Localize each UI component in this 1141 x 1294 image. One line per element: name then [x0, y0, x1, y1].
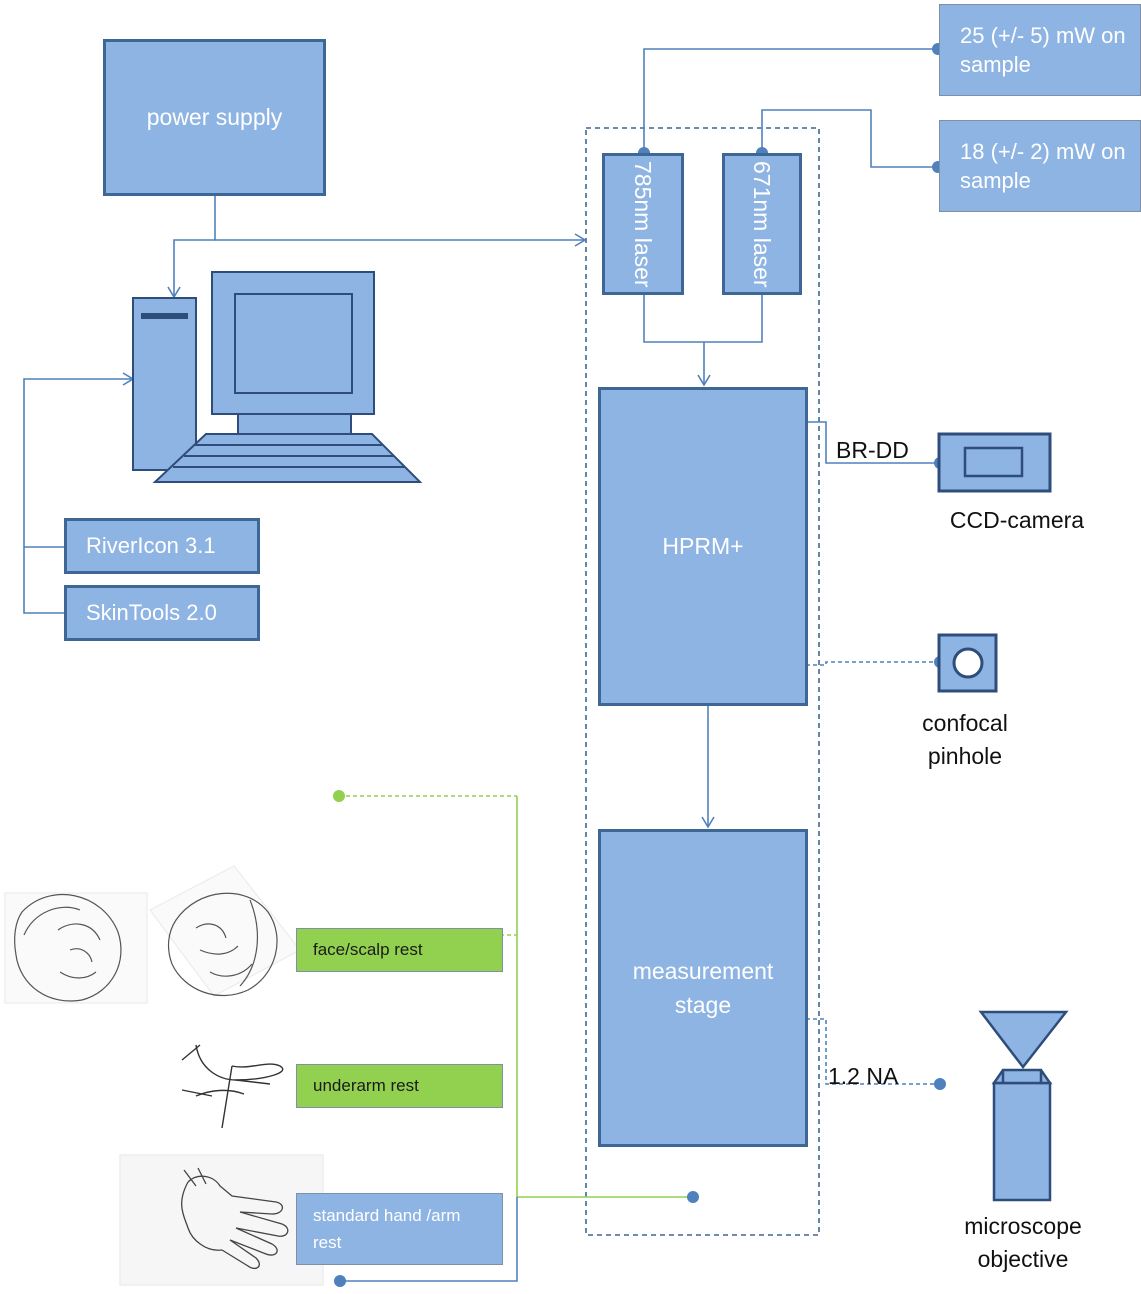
skintools-label: SkinTools 2.0 — [86, 600, 217, 625]
rivericon-label: RiverIcon 3.1 — [86, 533, 216, 558]
na-label: 1.2 NA — [828, 1063, 899, 1089]
hprm-block: HPRM+ — [598, 387, 808, 706]
br-dd-label: BR-DD — [836, 437, 909, 463]
hand-rest-sketch — [119, 1154, 324, 1286]
pinhole-icon — [937, 633, 998, 693]
power-671-block: 18 (+/- 2) mW on sample — [939, 120, 1141, 212]
measurement-stage-block: measurement stage — [598, 829, 808, 1147]
laser-785-block: 785nm laser — [602, 153, 684, 295]
underarm-rest-box: underarm rest — [296, 1064, 503, 1108]
laser-671-block: 671nm laser — [722, 153, 802, 295]
laser-power-callouts — [643, 48, 938, 168]
underarm-rest-sketch — [181, 1044, 284, 1129]
measurement-stage-label: measurement stage — [632, 958, 774, 1018]
laser-671-label: 671nm laser — [749, 160, 775, 288]
ccd-camera-label: CCD-camera — [949, 507, 1085, 533]
hand-rest-connector — [340, 1197, 518, 1282]
hand-arm-rest-box: standard hand /arm rest — [296, 1193, 503, 1265]
face-scalp-rest-label: face/scalp rest — [313, 940, 423, 959]
hprm-label: HPRM+ — [662, 533, 744, 559]
power-785-block: 25 (+/- 5) mW on sample — [939, 4, 1141, 96]
microscope-objective-icon — [978, 1010, 1069, 1202]
software-connector — [23, 372, 135, 614]
hand-arm-rest-label: standard hand /arm rest — [313, 1206, 461, 1252]
confocal-pinhole-label: confocal pinhole — [922, 710, 1008, 769]
laser-merge-connector — [643, 295, 763, 387]
computer-icon — [132, 271, 423, 483]
microscope-objective-label: microscope objective — [964, 1213, 1082, 1272]
power-785-label: 25 (+/- 5) mW on sample — [960, 23, 1126, 77]
laser-785-label: 785nm laser — [630, 160, 656, 288]
rivericon-block: RiverIcon 3.1 — [64, 518, 260, 574]
system-enclosure — [585, 127, 820, 1236]
face-scalp-rest-box: face/scalp rest — [296, 928, 503, 972]
power-connector — [167, 196, 587, 299]
power-supply-block: power supply — [103, 39, 326, 196]
power-671-label: 18 (+/- 2) mW on sample — [960, 139, 1126, 193]
ccd-camera-icon — [937, 432, 1052, 493]
face-rest-sketch — [4, 865, 301, 1004]
power-supply-label: power supply — [146, 104, 283, 130]
skintools-block: SkinTools 2.0 — [64, 585, 260, 641]
underarm-rest-label: underarm rest — [313, 1076, 419, 1095]
